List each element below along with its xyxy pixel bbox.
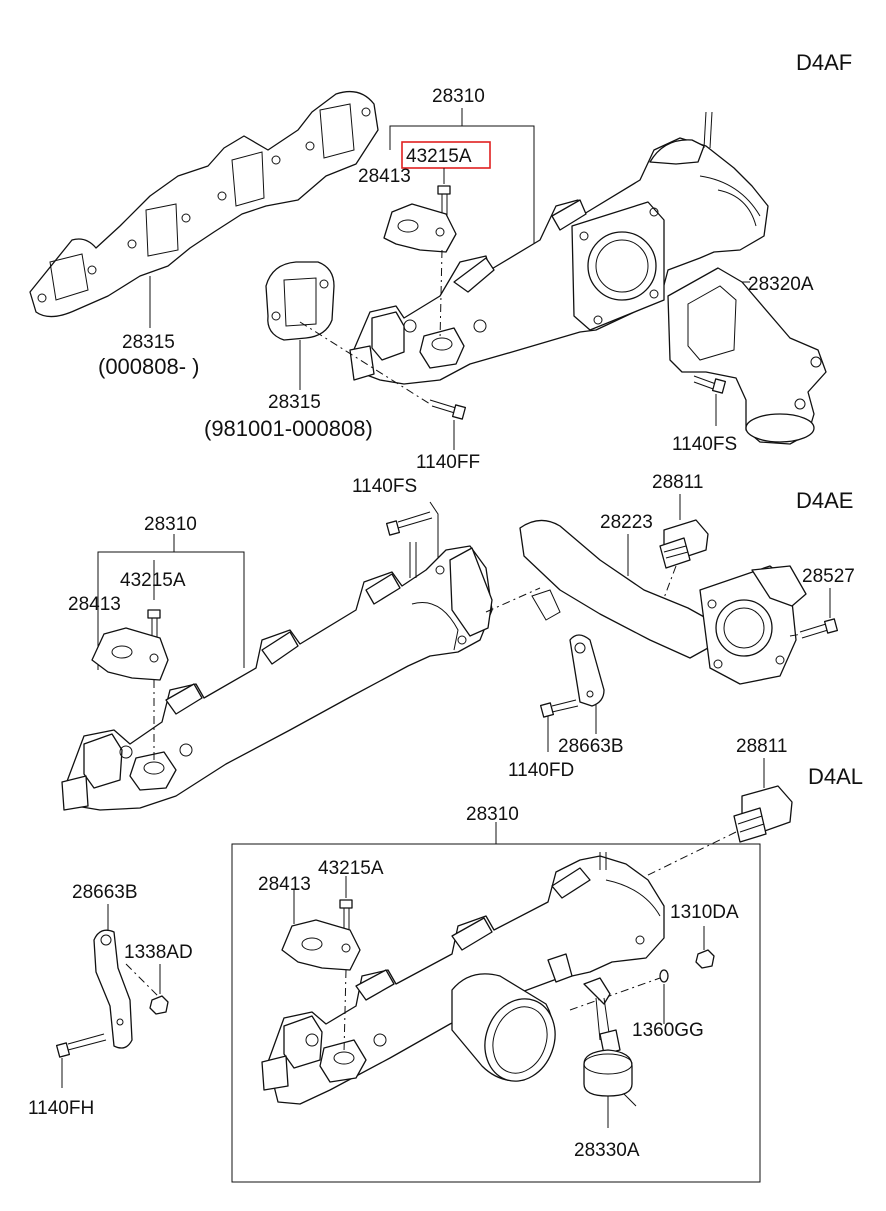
section-d4af: D4AF 28315 (000808- ) 28315 (981001-0008… xyxy=(29,50,852,473)
section-d4al: D4AL 28811 28310 xyxy=(28,736,863,1183)
label-bolt-43215a-d4al: 43215A xyxy=(318,858,384,879)
plug-28811-d4al[interactable] xyxy=(733,785,793,843)
label-manifold-d4ae: 28310 xyxy=(144,514,197,535)
label-pipe-28223: 28223 xyxy=(600,512,653,533)
label-gasket-2: 28315 xyxy=(268,392,321,413)
label-plate-28663b-d4al: 28663B xyxy=(72,882,138,903)
label-actuator-28330a: 28330A xyxy=(574,1140,640,1161)
label-bolt-1140fd: 1140FD xyxy=(508,760,574,781)
manifold-d4ae[interactable] xyxy=(61,542,493,811)
label-bracket-d4al: 28413 xyxy=(258,874,311,895)
label-bolt-1140fs-d4ae: 1140FS xyxy=(352,476,417,497)
gasket-strip-28315[interactable] xyxy=(29,90,379,318)
bracket-28413-d4ae[interactable] xyxy=(91,627,169,681)
bracket-28413[interactable] xyxy=(383,203,457,253)
engine-label-d4ae: D4AE xyxy=(796,488,853,513)
label-gasket-1: 28315 xyxy=(122,332,175,353)
washer-1360gg[interactable] xyxy=(659,969,669,983)
plate-28663b-d4al[interactable] xyxy=(93,929,133,1049)
label-pipe-28320a: 28320A xyxy=(748,274,814,295)
bolt-1140ff[interactable] xyxy=(429,399,467,420)
pipe-28223[interactable] xyxy=(519,519,807,685)
section-d4ae: D4AE 1140FS 28310 xyxy=(61,472,855,811)
engine-label-d4af: D4AF xyxy=(796,50,852,75)
label-plate-28663b-d4ae: 28663B xyxy=(558,736,624,757)
label-plug-28811-d4ae: 28811 xyxy=(652,472,703,493)
label-bolt-28527: 28527 xyxy=(802,566,855,587)
label-washer-1360gg: 1360GG xyxy=(632,1020,704,1041)
label-bolt-1140ff: 1140FF xyxy=(416,452,480,473)
label-plug-28811-d4al: 28811 xyxy=(736,736,787,757)
bolt-28527[interactable] xyxy=(799,618,839,639)
pipe-28320a[interactable] xyxy=(667,267,827,445)
label-bolt-43215a-d4ae: 43215A xyxy=(120,570,186,591)
plate-28663b-d4ae[interactable] xyxy=(569,634,605,707)
label-manifold-d4af: 28310 xyxy=(432,86,485,107)
gasket-single-28315[interactable] xyxy=(265,261,335,341)
label-nut-1338ad: 1338AD xyxy=(124,942,193,963)
label-bolt-1140fs-d4af: 1140FS xyxy=(672,434,737,455)
label-bolt-1140fh: 1140FH xyxy=(28,1098,94,1119)
bolt-1140fh[interactable] xyxy=(55,1033,107,1058)
label-gasket-2-range: (981001-000808) xyxy=(204,416,373,441)
label-bolt-43215a-highlighted[interactable]: 43215A xyxy=(406,146,472,167)
nut-1310da[interactable] xyxy=(695,949,715,969)
manifold-d4al[interactable] xyxy=(261,852,665,1105)
actuator-28330a[interactable] xyxy=(583,977,637,1107)
label-nut-1310da: 1310DA xyxy=(670,902,739,923)
label-gasket-1-range: (000808- ) xyxy=(98,354,200,379)
leader-manifold-d4ae xyxy=(97,551,245,670)
label-bracket-d4ae: 28413 xyxy=(68,594,121,615)
bracket-28413-d4al[interactable] xyxy=(281,919,361,971)
label-bracket-d4af: 28413 xyxy=(358,166,411,187)
manifold-d4af[interactable] xyxy=(349,111,769,385)
bolt-1140fs-d4af[interactable] xyxy=(693,375,727,394)
nut-1338ad[interactable] xyxy=(149,995,169,1015)
label-manifold-d4al: 28310 xyxy=(466,804,519,825)
highlight-box xyxy=(401,141,491,169)
bolt-1140fd[interactable] xyxy=(539,699,579,718)
engine-label-d4al: D4AL xyxy=(808,764,863,789)
plug-28811-d4ae[interactable] xyxy=(659,519,709,569)
bolt-1140fs-d4ae[interactable] xyxy=(385,511,433,536)
